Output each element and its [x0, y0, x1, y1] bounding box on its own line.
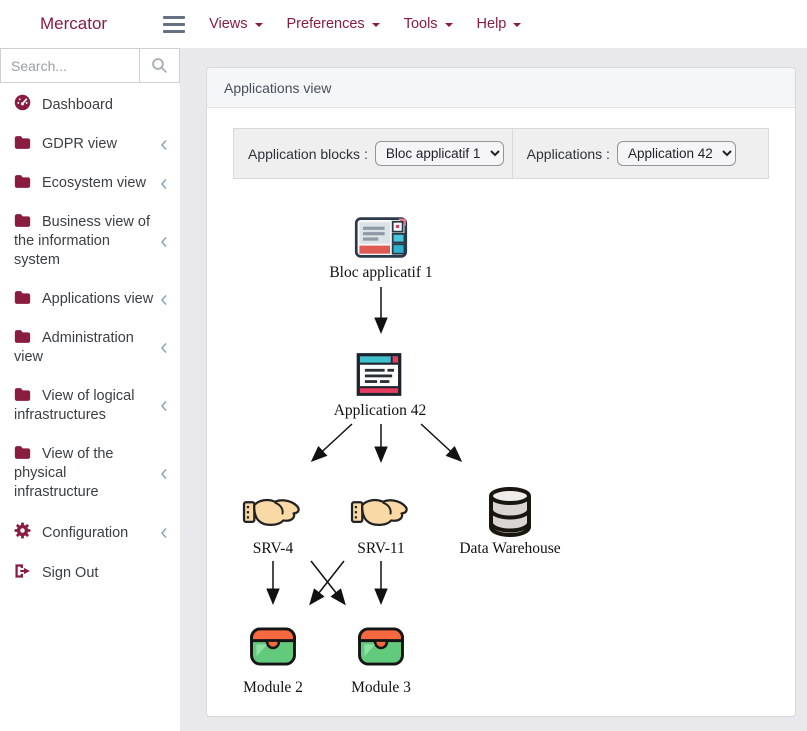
filter-bar: Application blocks : Bloc applicatif 1 A… [233, 128, 769, 179]
page-title: Applications view [224, 79, 332, 96]
sidebar-item-physical-infrastructure[interactable]: View of the physical infrastructure [0, 435, 180, 512]
sidebar-item-gdpr-view[interactable]: GDPR view [0, 125, 180, 164]
folder-icon [14, 446, 31, 459]
chevron-left-icon [160, 342, 167, 354]
nav-help[interactable]: Help [477, 16, 522, 32]
application-block-icon [354, 217, 408, 258]
sidebar: Dashboard GDPR view Ecosystem view Busin… [0, 48, 180, 731]
node-application[interactable] [356, 351, 403, 403]
hand-icon [350, 498, 408, 527]
node-label[interactable]: Bloc applicatif 1 [329, 264, 433, 281]
application-blocks-label: Application blocks : [248, 145, 368, 162]
content-area: Applications view Application blocks : B… [180, 48, 807, 731]
module-case-icon [250, 627, 296, 666]
database-icon [489, 487, 531, 537]
search-input[interactable] [0, 48, 140, 83]
node-server[interactable] [242, 491, 304, 539]
sidebar-item-label: View of the physical infrastructure [14, 446, 114, 500]
sidebar-item-label: View of logical infrastructures [14, 388, 135, 423]
sidebar-menu: Dashboard GDPR view Ecosystem view Busin… [0, 83, 180, 593]
applications-select[interactable]: Application 42 [616, 141, 736, 166]
node-label[interactable]: Data Warehouse [459, 540, 561, 557]
card-body: Application blocks : Bloc applicatif 1 A… [207, 108, 795, 199]
folder-icon [14, 291, 31, 304]
search-icon [152, 58, 167, 73]
sidebar-item-configuration[interactable]: Configuration [0, 512, 180, 553]
module-case-icon [358, 627, 404, 666]
top-navbar: Mercator Views Preferences Tools Help [0, 0, 807, 48]
node-label[interactable]: SRV-11 [357, 540, 405, 557]
nav-tools[interactable]: Tools [404, 16, 453, 32]
chevron-left-icon [160, 527, 167, 538]
folder-icon [14, 136, 31, 149]
nav-views-label: Views [209, 16, 248, 32]
sidebar-item-administration-view[interactable]: Administration view [0, 319, 180, 377]
sidebar-item-label: Configuration [42, 525, 129, 541]
sidebar-item-label: Business view of the information system [14, 214, 150, 268]
sidebar-item-label: Applications view [42, 291, 154, 307]
application-blocks-select[interactable]: Bloc applicatif 1 [374, 141, 504, 166]
hamburger-menu-icon[interactable] [163, 15, 186, 33]
nav-preferences-label: Preferences [286, 16, 365, 32]
gear-icon [14, 522, 31, 539]
node-label[interactable]: Module 3 [351, 679, 411, 696]
sidebar-item-label: Dashboard [42, 97, 113, 113]
nav-help-label: Help [476, 16, 507, 32]
node-server[interactable] [350, 491, 412, 539]
nav-tools-label: Tools [403, 16, 438, 32]
sidebar-item-business-view[interactable]: Business view of the information system [0, 203, 180, 280]
caret-down-icon [371, 23, 380, 27]
sign-out-icon [15, 564, 31, 578]
folder-icon [14, 330, 31, 343]
node-label[interactable]: Module 2 [243, 679, 303, 696]
folder-icon [14, 388, 31, 401]
application-window-icon [356, 353, 402, 396]
sidebar-item-sign-out[interactable]: Sign Out [0, 553, 180, 593]
node-module[interactable] [249, 626, 298, 672]
application-blocks-filter: Application blocks : Bloc applicatif 1 [234, 129, 512, 178]
sidebar-item-dashboard[interactable]: Dashboard [0, 84, 180, 125]
search-button[interactable] [140, 48, 180, 83]
folder-icon [14, 175, 31, 188]
card-header: Applications view [207, 68, 795, 108]
chevron-left-icon [160, 178, 167, 189]
caret-down-icon [444, 23, 453, 27]
chevron-left-icon [160, 236, 167, 247]
sidebar-search [0, 48, 180, 83]
chevron-left-icon [160, 400, 167, 412]
sidebar-item-label: Sign Out [42, 565, 99, 581]
applications-label: Applications : [526, 145, 610, 162]
node-application-block[interactable] [354, 215, 408, 265]
applications-filter: Applications : Application 42 [511, 129, 768, 178]
caret-down-icon [513, 23, 522, 27]
nav-preferences[interactable]: Preferences [287, 16, 380, 32]
node-database[interactable] [486, 486, 534, 543]
applications-view-card: Applications view Application blocks : B… [206, 67, 796, 717]
node-label[interactable]: Application 42 [333, 402, 427, 419]
hand-icon [242, 498, 300, 527]
caret-down-icon [254, 23, 263, 27]
sidebar-item-logical-infrastructures[interactable]: View of logical infrastructures [0, 377, 180, 435]
folder-icon [14, 214, 31, 227]
tachometer-icon [14, 94, 31, 111]
chevron-left-icon [160, 294, 167, 305]
sidebar-item-label: GDPR view [42, 136, 117, 152]
chevron-left-icon [160, 139, 167, 150]
sidebar-item-label: Ecosystem view [42, 175, 146, 191]
diagram-edges [266, 287, 463, 606]
sidebar-item-applications-view[interactable]: Applications view [0, 280, 180, 319]
nav-views[interactable]: Views [209, 16, 263, 32]
application-map-diagram: Bloc applicatif 1 Application 42 [207, 210, 795, 715]
chevron-left-icon [160, 468, 167, 479]
node-module[interactable] [357, 626, 406, 672]
sidebar-item-ecosystem-view[interactable]: Ecosystem view [0, 164, 180, 203]
app-brand[interactable]: Mercator [40, 14, 108, 33]
node-label[interactable]: SRV-4 [252, 540, 294, 557]
sidebar-item-label: Administration view [14, 330, 134, 365]
